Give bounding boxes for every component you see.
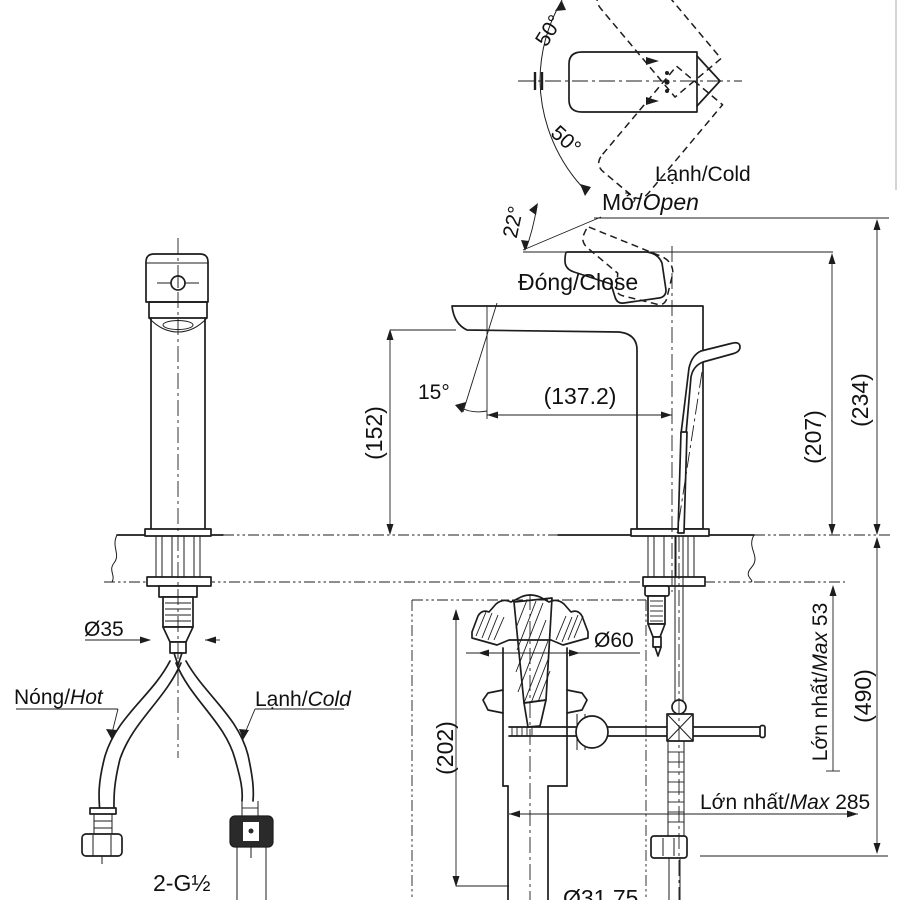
body-lug-left bbox=[482, 689, 504, 714]
counter-break-right bbox=[747, 534, 756, 583]
body-lug-right bbox=[566, 689, 588, 714]
dim-max-rod-reach: Lớn nhất/Max 285 bbox=[700, 791, 870, 814]
front-view-faucet bbox=[81, 253, 274, 900]
hot-hose-connector bbox=[81, 807, 123, 864]
dim-swing-upper: 50° bbox=[531, 11, 567, 50]
label-hot: Nóng/Hot bbox=[14, 686, 104, 709]
lift-rod-knob bbox=[644, 585, 670, 657]
mounting-flange bbox=[146, 576, 212, 587]
dim-install-depth: (490) bbox=[850, 669, 876, 723]
drain-assembly bbox=[411, 594, 766, 900]
faucet-column bbox=[150, 317, 206, 530]
dim-hole-diameter: Ø35 bbox=[84, 618, 124, 641]
dim-spout-angle: 15° bbox=[418, 381, 450, 404]
handle-cap bbox=[145, 253, 209, 303]
counter-break-left bbox=[111, 534, 118, 583]
dim-drain-length: (202) bbox=[432, 721, 458, 775]
centerlines bbox=[177, 80, 742, 900]
lift-rod-hidden bbox=[676, 371, 703, 534]
dim-spout-reach: (137.2) bbox=[544, 383, 617, 409]
dim-height-open: (234) bbox=[847, 373, 873, 427]
rod-thread-ticks bbox=[511, 727, 533, 736]
lift-lever-hook bbox=[680, 341, 741, 435]
dim-open-angle: 22° bbox=[499, 204, 528, 240]
label-cold: Lạnh/Cold bbox=[255, 688, 352, 711]
handle-closed bbox=[564, 251, 667, 304]
plug-stem bbox=[523, 699, 547, 728]
handle-top-outline bbox=[568, 51, 698, 113]
label-cold-topview: Lạnh/Cold bbox=[655, 163, 751, 186]
labels: 50° 50° Lạnh/Cold Mở/Open 22° Đóng/Close… bbox=[14, 11, 876, 900]
side-shank bbox=[647, 536, 695, 577]
handle-swing-down bbox=[596, 0, 722, 98]
rod-end-cap bbox=[759, 724, 766, 739]
dimensions bbox=[16, 203, 889, 887]
label-open: Mở/Open bbox=[602, 189, 699, 215]
base-plate-side bbox=[630, 528, 710, 537]
flange-hatch bbox=[475, 611, 584, 643]
counter-section bbox=[104, 534, 890, 583]
label-close: Đóng/Close bbox=[518, 269, 638, 295]
handle-open-dashed bbox=[582, 226, 674, 306]
dim-max-deck-thickness: Lớn nhất/Max 53 bbox=[809, 603, 832, 762]
hose-nut bbox=[81, 833, 123, 857]
swing-arc bbox=[539, 0, 588, 193]
plug-hatch bbox=[515, 599, 551, 704]
mounting-shank bbox=[155, 536, 201, 577]
mounting-flange-side bbox=[642, 576, 706, 587]
ball-joint bbox=[575, 715, 609, 749]
handle-swing-up bbox=[597, 65, 724, 200]
supply-hoses bbox=[98, 660, 255, 814]
dim-spout-height: (152) bbox=[361, 406, 387, 460]
dim-height-closed: (207) bbox=[800, 410, 826, 464]
lower-rod-threads bbox=[668, 751, 684, 823]
pop-up-pull-rod bbox=[650, 536, 694, 900]
cold-hose-connector bbox=[229, 801, 274, 900]
drain-flange bbox=[471, 594, 589, 646]
body-and-spout bbox=[451, 305, 704, 530]
rod-nut bbox=[650, 835, 688, 859]
label-thread-size: 2-G½ bbox=[153, 870, 211, 896]
dim-swing-lower: 50° bbox=[546, 121, 585, 159]
side-view-faucet bbox=[451, 226, 741, 657]
dim-flange-diameter: Ø60 bbox=[594, 629, 634, 652]
dim-tail-diameter: Ø31.75 bbox=[563, 885, 638, 900]
